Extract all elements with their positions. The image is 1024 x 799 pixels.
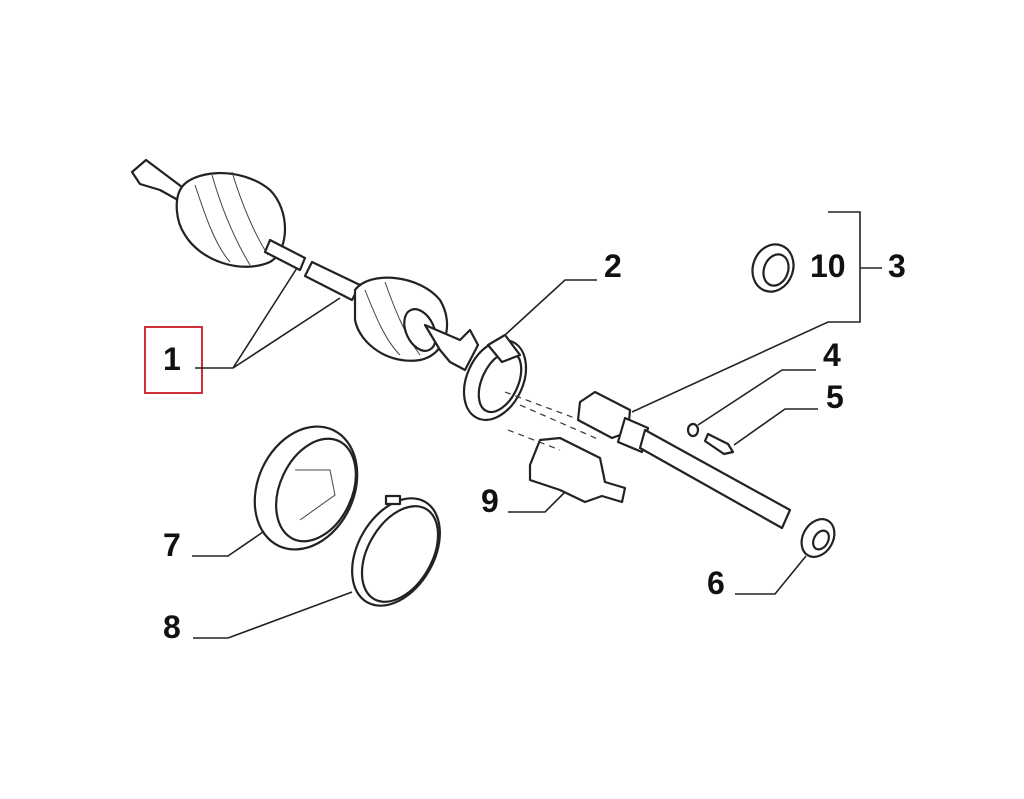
leader-line-2: [504, 279, 597, 336]
bolt-part-5[interactable]: [703, 432, 735, 456]
callout-label-8: 8: [163, 609, 181, 645]
leader-line-5: [733, 408, 818, 446]
leader-line-4: [697, 369, 816, 426]
leader-line-6: [735, 555, 807, 595]
leader-line-9: [508, 491, 566, 513]
callout-label-9: 9: [481, 483, 499, 519]
assembly-guide-lines: [504, 391, 601, 451]
leader-line-1: [195, 267, 341, 369]
callout-label-2: 2: [604, 248, 622, 284]
band-clamp-part-8[interactable]: [334, 483, 458, 621]
callout-label-4: 4: [823, 337, 841, 373]
intermediate-shaft-part-3[interactable]: [576, 390, 792, 530]
clamp-part-2[interactable]: [452, 330, 538, 430]
leader-bracket-3: [631, 211, 882, 413]
drive-shaft-part-1[interactable]: [130, 158, 480, 372]
bracket-part-9[interactable]: [528, 436, 627, 504]
nut-part-4[interactable]: [686, 422, 700, 438]
callout-1-highlight-box: [144, 326, 203, 394]
callout-label-1: 1: [163, 341, 181, 377]
boot-part-7[interactable]: [235, 410, 376, 567]
callout-label-7: 7: [163, 527, 181, 563]
callout-label-5: 5: [826, 379, 844, 415]
leader-line-8: [193, 591, 353, 639]
ring-part-10[interactable]: [746, 239, 800, 298]
callout-label-3: 3: [888, 248, 906, 284]
callout-label-10: 10: [810, 248, 846, 284]
callout-label-6: 6: [707, 565, 725, 601]
cap-part-6[interactable]: [795, 513, 841, 563]
leader-line-7: [192, 531, 264, 557]
